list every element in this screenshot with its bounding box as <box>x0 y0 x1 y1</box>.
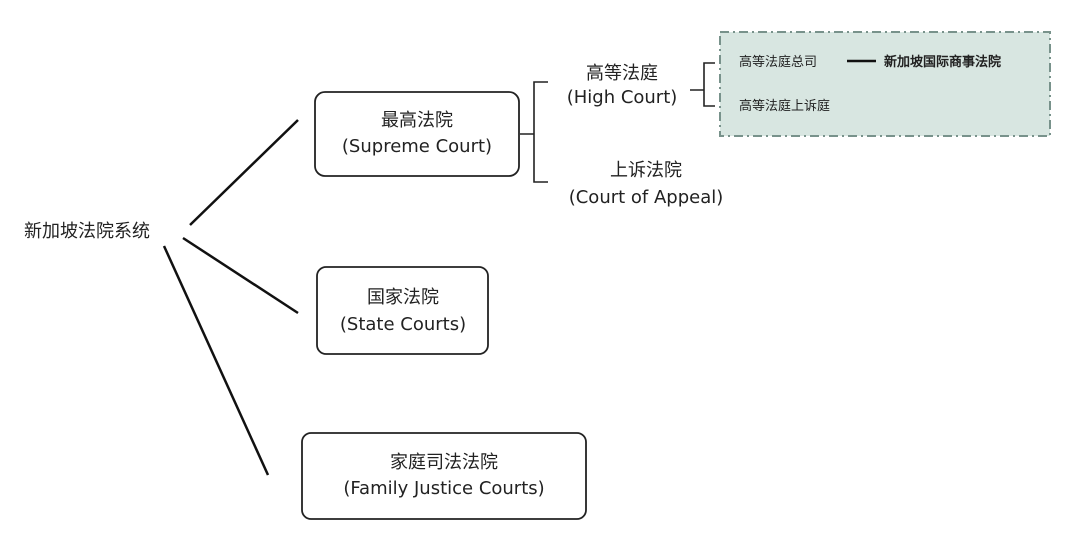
high-court-bracket <box>690 62 715 107</box>
supreme-court-en: (Supreme Court) <box>342 136 492 157</box>
root-to-supreme-line <box>189 119 299 226</box>
connector-lines <box>162 62 715 476</box>
supreme-court-box <box>314 91 520 177</box>
root-to-state-line <box>182 236 299 315</box>
sicc-label: 新加坡国际商事法院 <box>884 54 1001 70</box>
root-to-family-line <box>162 245 270 476</box>
high-court-en: (High Court) <box>567 87 678 108</box>
high-court-division-label: 高等法庭总司 <box>739 54 817 70</box>
state-courts-en: (State Courts) <box>340 314 466 335</box>
state-courts-box <box>316 266 489 355</box>
high-court-divisions-panel <box>719 31 1051 137</box>
supreme-court-zh: 最高法院 <box>381 110 453 131</box>
family-justice-courts-box <box>301 432 587 520</box>
supreme-bracket <box>520 81 548 183</box>
appellate-division-label: 高等法庭上诉庭 <box>739 98 830 114</box>
family-justice-courts-zh: 家庭司法法院 <box>390 452 498 473</box>
state-courts-zh: 国家法院 <box>367 287 439 308</box>
high-court-zh: 高等法庭 <box>586 63 658 84</box>
court-of-appeal-zh: 上诉法院 <box>610 160 682 181</box>
court-of-appeal-en: (Court of Appeal) <box>569 187 724 208</box>
root-label: 新加坡法院系统 <box>24 221 150 242</box>
family-justice-courts-en: (Family Justice Courts) <box>343 478 544 499</box>
